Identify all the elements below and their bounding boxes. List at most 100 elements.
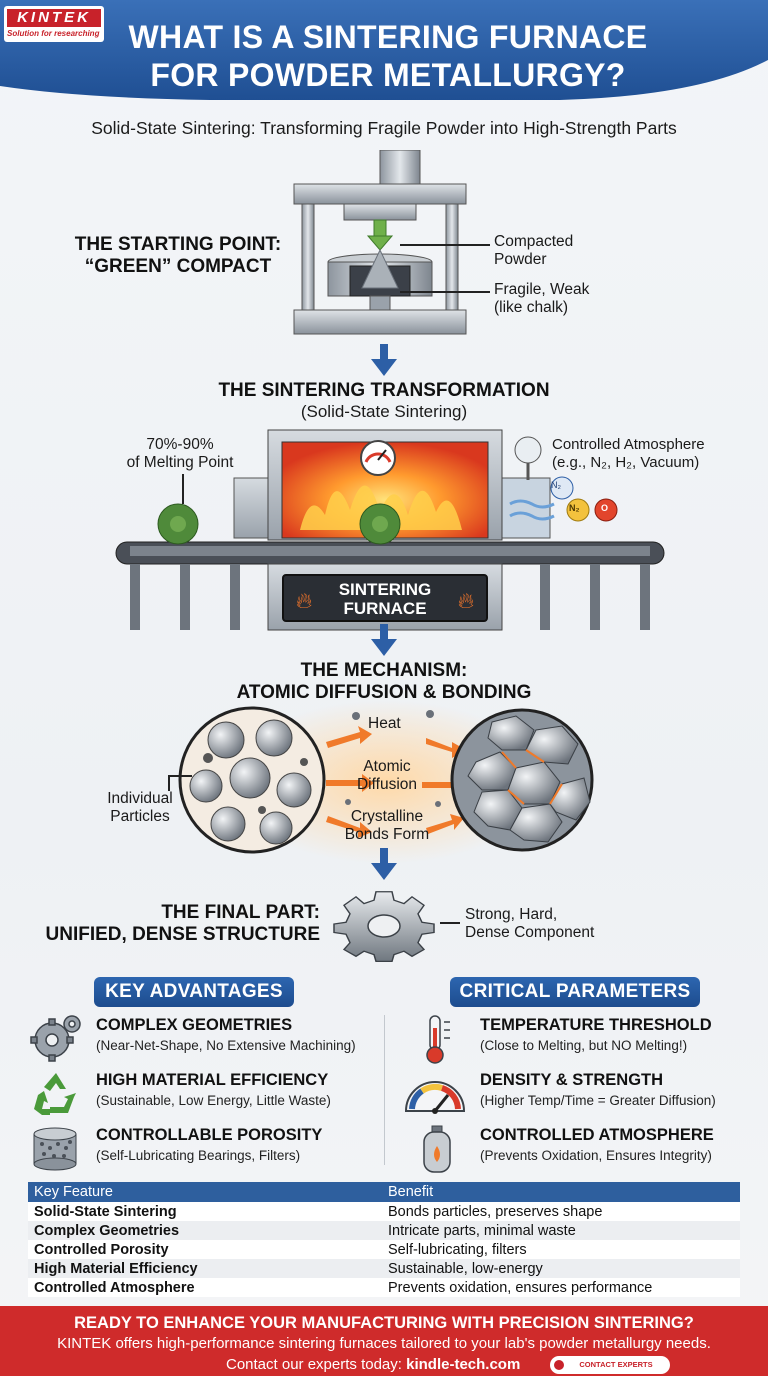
- compacted-powder-line1: Compacted: [494, 233, 574, 250]
- advantage-title: COMPLEX GEOMETRIES: [96, 1016, 293, 1034]
- furnace-label: SINTERING FURNACE: [284, 580, 486, 618]
- furnace-nameplate: 🔥︎ SINTERING FURNACE 🔥︎: [282, 574, 488, 622]
- table-cell-benefit: Sustainable, low-energy: [382, 1259, 740, 1278]
- table-cell-feature: Solid-State Sintering: [28, 1202, 382, 1221]
- parameter-item: TEMPERATURE THRESHOLD (Close to Melting,…: [414, 1014, 754, 1064]
- page-subtitle: Solid-State Sintering: Transforming Frag…: [91, 118, 677, 138]
- table-cell-feature: Controlled Atmosphere: [28, 1278, 382, 1297]
- melting-point-label: 70%-90% of Melting Point: [120, 436, 240, 472]
- gas-label-n2-yellow: N₂: [569, 503, 580, 513]
- key-advantages-heading: KEY ADVANTAGES: [94, 977, 294, 1007]
- cta-description: KINTEK offers high-performance sintering…: [57, 1335, 711, 1352]
- table-row: Controlled Porosity Self-lubricating, fi…: [28, 1240, 740, 1259]
- finished-gear-illustration: [333, 891, 435, 963]
- parameter-desc: (Close to Melting, but NO Melting!): [480, 1038, 688, 1053]
- parameter-item: CONTROLLED ATMOSPHERE (Prevents Oxidatio…: [414, 1124, 754, 1174]
- flow-arrow-down: [371, 848, 397, 880]
- contact-experts-label: CONTACT EXPERTS: [579, 1360, 653, 1369]
- strong-dense-line1: Strong, Hard,: [465, 906, 558, 923]
- thermometer-icon: [426, 1015, 450, 1064]
- stage1-heading: THE STARTING POINT: “GREEN” COMPACT: [62, 234, 294, 278]
- stage3-heading-line2: ATOMIC DIFFUSION & BONDING: [236, 682, 532, 703]
- stage3-heading: THE MECHANISM: ATOMIC DIFFUSION & BONDIN…: [184, 660, 584, 704]
- atomic-diffusion-label: Atomic Diffusion: [354, 758, 420, 794]
- kintek-logo[interactable]: KINTEK Solution for researching: [4, 6, 104, 42]
- title-line-1: WHAT IS A SINTERING FURNACE: [128, 19, 648, 55]
- advantage-desc: (Self-Lubricating Bearings, Filters): [96, 1148, 301, 1163]
- gas-cylinder-icon: [423, 1125, 451, 1173]
- critical-parameters-heading: CRITICAL PARAMETERS: [450, 977, 700, 1007]
- table-row: Complex Geometries Intricate parts, mini…: [28, 1221, 740, 1240]
- button-dot-icon: [554, 1360, 564, 1370]
- logo-tagline: Solution for researching: [7, 29, 100, 38]
- table-row: Controlled Atmosphere Prevents oxidation…: [28, 1278, 740, 1297]
- advantage-title: CONTROLLABLE POROSITY: [96, 1126, 323, 1144]
- atmosphere-line1: Controlled Atmosphere: [552, 436, 705, 453]
- individual-particles-line1: Individual: [107, 790, 173, 807]
- table-cell-feature: High Material Efficiency: [28, 1259, 382, 1278]
- advantage-item: HIGH MATERIAL EFFICIENCY (Sustainable, L…: [30, 1069, 380, 1119]
- strong-dense-label: Strong, Hard, Dense Component: [465, 906, 594, 942]
- compacted-powder-label: Compacted Powder: [494, 233, 573, 269]
- individual-particles-label: Individual Particles: [100, 790, 180, 826]
- furnace-label-line2: FURNACE: [343, 599, 427, 618]
- recycle-icon: [34, 1073, 76, 1115]
- table-cell-benefit: Bonds particles, preserves shape: [382, 1202, 740, 1221]
- atmosphere-line2: (e.g., N₂, H₂, Vacuum): [552, 454, 700, 471]
- stage4-heading: THE FINAL PART: UNIFIED, DENSE STRUCTURE: [30, 902, 320, 946]
- fragile-weak-line2: (like chalk): [494, 299, 569, 316]
- page-title: WHAT IS A SINTERING FURNACE FOR POWDER M…: [108, 18, 668, 94]
- strong-dense-line2: Dense Component: [465, 924, 595, 941]
- cta-footer: READY TO ENHANCE YOUR MANUFACTURING WITH…: [0, 1306, 768, 1376]
- porous-cylinder-icon: [33, 1127, 77, 1171]
- stage2-subheading: (Solid-State Sintering): [300, 402, 468, 421]
- stage1-heading-line2: “GREEN” COMPACT: [84, 256, 272, 277]
- cta-title: READY TO ENHANCE YOUR MANUFACTURING WITH…: [74, 1314, 694, 1332]
- controlled-atmosphere-label: Controlled Atmosphere (e.g., N₂, H₂, Vac…: [552, 436, 705, 472]
- callout-line: [168, 775, 170, 791]
- diffusion-illustration: [178, 700, 594, 864]
- flame-icon: 🔥︎: [296, 588, 313, 613]
- flow-arrow-down: [371, 344, 397, 376]
- gear-cluster-icon: [30, 1015, 81, 1062]
- fragile-weak-label: Fragile, Weak (like chalk): [494, 281, 589, 317]
- compacted-powder-line2: Powder: [494, 251, 547, 268]
- table-cell-benefit: Intricate parts, minimal waste: [382, 1221, 740, 1240]
- header-banner: KINTEK Solution for researching WHAT IS …: [0, 0, 768, 104]
- parameter-desc: (Higher Temp/Time = Greater Diffusion): [480, 1093, 716, 1108]
- parameter-title: CONTROLLED ATMOSPHERE: [480, 1126, 714, 1144]
- table-cell-benefit: Prevents oxidation, ensures performance: [382, 1278, 740, 1297]
- logo-wordmark: KINTEK: [7, 9, 101, 27]
- crystalline-bonds-label: Crystalline Bonds Form: [342, 808, 432, 844]
- table-row: High Material Efficiency Sustainable, lo…: [28, 1259, 740, 1278]
- flow-arrow-down: [371, 624, 397, 656]
- advantage-desc: (Sustainable, Low Energy, Little Waste): [96, 1093, 331, 1108]
- powder-press-illustration: [293, 150, 467, 335]
- gas-label-o: O: [601, 503, 609, 513]
- stage2-heading: THE SINTERING TRANSFORMATION: [218, 380, 550, 401]
- website-link[interactable]: kindle-tech.com: [406, 1356, 521, 1373]
- table-cell-feature: Controlled Porosity: [28, 1240, 382, 1259]
- header-banner-shape: [0, 0, 768, 100]
- crystalline-bonds-line2: Bonds Form: [344, 826, 430, 843]
- contact-prefix: Contact our experts today:: [226, 1356, 407, 1373]
- stage4-heading-line2: UNIFIED, DENSE STRUCTURE: [45, 924, 320, 945]
- flame-icon: 🔥︎: [457, 588, 474, 613]
- stage3-heading-line1: THE MECHANISM:: [300, 660, 468, 681]
- parameter-desc: (Prevents Oxidation, Ensures Integrity): [480, 1148, 712, 1163]
- table-header-row: Key Feature Benefit: [28, 1182, 740, 1202]
- table-cell-benefit: Self-lubricating, filters: [382, 1240, 740, 1259]
- parameter-title: DENSITY & STRENGTH: [480, 1071, 664, 1089]
- callout-line: [182, 474, 184, 504]
- title-line-2: FOR POWDER METALLURGY?: [150, 57, 626, 93]
- heat-label: Heat: [368, 715, 401, 732]
- atomic-diffusion-line1: Atomic: [363, 758, 411, 775]
- fragile-weak-line1: Fragile, Weak: [494, 281, 590, 298]
- parameter-title: TEMPERATURE THRESHOLD: [480, 1016, 712, 1034]
- melting-point-line1: 70%-90%: [146, 436, 214, 453]
- column-divider: [384, 1015, 385, 1165]
- contact-experts-button[interactable]: CONTACT EXPERTS: [550, 1356, 670, 1374]
- advantage-item: CONTROLLABLE POROSITY (Self-Lubricating …: [30, 1124, 380, 1174]
- furnace-label-line1: SINTERING: [338, 580, 432, 599]
- gas-label-n2-blue: N₂: [551, 480, 561, 490]
